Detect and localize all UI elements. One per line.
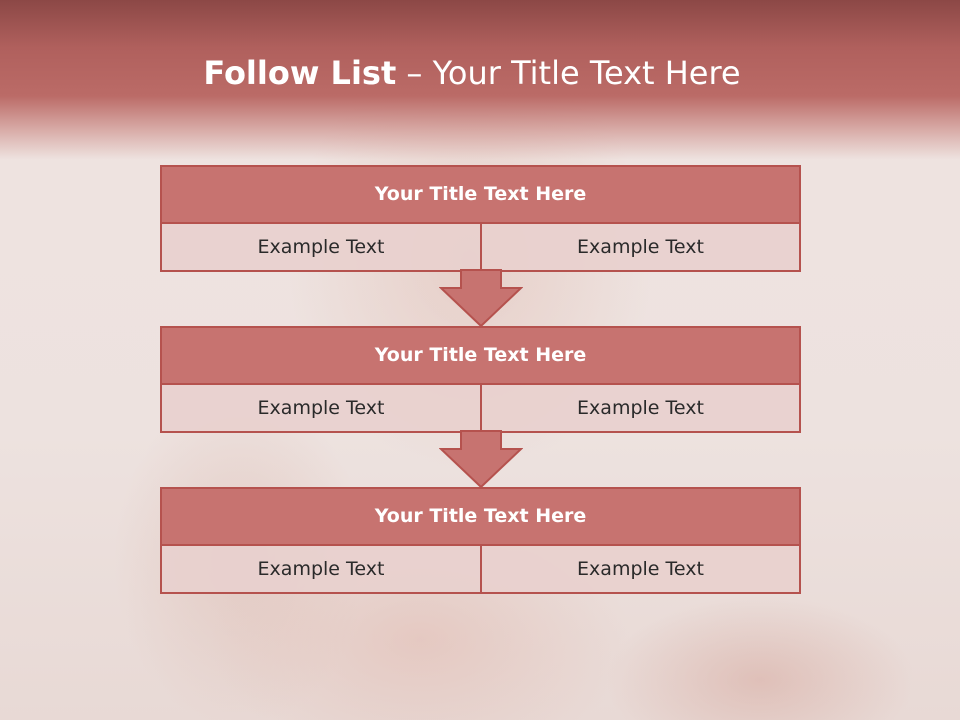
block-cell-left: Example Text — [162, 385, 482, 431]
slide-title: Follow List – Your Title Text Here — [0, 54, 944, 92]
block-title: Your Title Text Here — [162, 489, 799, 546]
down-arrow-icon — [439, 269, 523, 328]
block-title: Your Title Text Here — [162, 328, 799, 385]
block-title: Your Title Text Here — [162, 167, 799, 224]
down-arrow-icon — [439, 430, 523, 489]
list-block-1: Your Title Text Here Example Text Exampl… — [160, 165, 801, 272]
header-band — [0, 0, 960, 160]
slide-title-bold: Follow List — [203, 54, 397, 92]
block-cell-left: Example Text — [162, 224, 482, 270]
block-cell-left: Example Text — [162, 546, 482, 592]
block-cell-right: Example Text — [482, 385, 799, 431]
list-block-2: Your Title Text Here Example Text Exampl… — [160, 326, 801, 433]
list-block-3: Your Title Text Here Example Text Exampl… — [160, 487, 801, 594]
slide-title-rest: – Your Title Text Here — [396, 54, 741, 92]
block-cell-right: Example Text — [482, 224, 799, 270]
block-cell-right: Example Text — [482, 546, 799, 592]
